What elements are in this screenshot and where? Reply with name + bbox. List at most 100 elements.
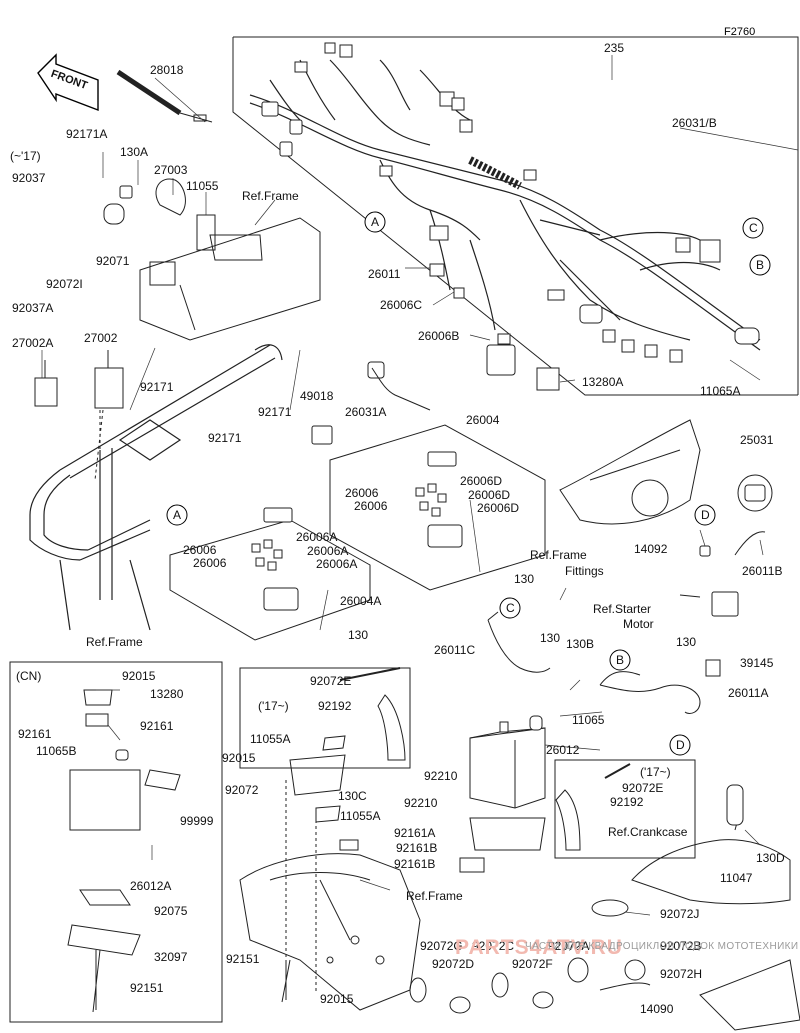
label-92161b-2: 92161B bbox=[394, 857, 436, 871]
label-92151-2: 92151 bbox=[226, 952, 260, 966]
label-26011: 26011 bbox=[368, 267, 401, 281]
cable-26011c-shape bbox=[487, 619, 551, 673]
label-49018: 49018 bbox=[300, 389, 334, 403]
label-26006d-1: 26006D bbox=[460, 474, 503, 488]
callout-d2-shape bbox=[669, 734, 691, 756]
label-26006-3: 26006 bbox=[183, 543, 217, 557]
main-harness-shape bbox=[249, 59, 761, 351]
label-92072h: 92072H bbox=[660, 967, 703, 981]
frame-lower-shape bbox=[239, 853, 421, 1011]
clamps-shape bbox=[409, 899, 651, 1014]
label-92161a: 92161A bbox=[394, 826, 436, 840]
label-11055a-1: 11055A bbox=[250, 732, 291, 746]
label-130-1: 130 bbox=[514, 572, 535, 586]
label-92075: 92075 bbox=[154, 904, 188, 918]
label-26006b: 26006B bbox=[418, 329, 460, 343]
label-ref-frame-1: Ref.Frame bbox=[242, 189, 299, 203]
label-26006-4: 26006 bbox=[193, 556, 227, 570]
label-27002: 27002 bbox=[84, 331, 118, 345]
label-26011a: 26011A bbox=[728, 686, 769, 700]
label-235: 235 bbox=[604, 41, 625, 55]
battery-cn-shape bbox=[69, 769, 141, 831]
strap-box-left-shape bbox=[239, 667, 411, 769]
label-92072b: 92072B bbox=[660, 939, 702, 953]
label-92161-1: 92161 bbox=[18, 727, 52, 741]
label-92072i: 92072I bbox=[46, 277, 83, 291]
label-11065a: 11065A bbox=[700, 384, 741, 398]
label-92015-1: 92015 bbox=[122, 669, 156, 683]
label-32097: 32097 bbox=[154, 950, 188, 964]
label-92037a: 92037A bbox=[12, 301, 54, 315]
callout-a1-shape bbox=[364, 211, 386, 233]
harness-box-outline-lower bbox=[232, 37, 798, 396]
frame-tube-shape bbox=[29, 344, 283, 631]
label-26006d-2: 26006D bbox=[468, 488, 511, 502]
fuse-wire-28018-shape bbox=[116, 69, 213, 123]
label-26004a: 26004A bbox=[340, 594, 382, 608]
figure-id: F2760 bbox=[724, 26, 756, 38]
cover-39145-shape bbox=[705, 659, 721, 677]
label-92192-2: 92192 bbox=[610, 795, 644, 809]
frame-fittings-shape bbox=[559, 419, 773, 525]
plate-92072-shape bbox=[289, 754, 346, 796]
label-92037: 92037 bbox=[12, 171, 46, 185]
fuse-box-26004a-shape bbox=[251, 507, 299, 611]
label-130-4: 130 bbox=[676, 635, 697, 649]
label-26006d-3: 26006D bbox=[477, 501, 520, 515]
label-ref-starter-1: Ref.Starter bbox=[593, 602, 652, 616]
label-ref-frame-2: Ref.Frame bbox=[86, 635, 143, 649]
label-28018: 28018 bbox=[150, 63, 184, 77]
callout-c2: C bbox=[506, 601, 515, 615]
label-92072e-1: 92072E bbox=[310, 674, 352, 688]
label-ref-starter-2: Motor bbox=[623, 617, 654, 631]
label-ref-frame-fittings-1: Ref.Frame bbox=[530, 548, 587, 562]
label-92071: 92071 bbox=[96, 254, 130, 268]
label-from17-1: ('17~) bbox=[258, 699, 289, 713]
crankcase-shape bbox=[631, 839, 791, 905]
label-26006a-2: 26006A bbox=[307, 544, 349, 558]
fuse-box-panel-26004a-shape bbox=[169, 519, 371, 641]
watermark: PARTS4ATV.RU bbox=[455, 936, 623, 959]
label-99999: 99999 bbox=[180, 814, 214, 828]
label-92192-1: 92192 bbox=[318, 699, 352, 713]
label-92171-3: 92171 bbox=[208, 431, 242, 445]
frame-left-shape bbox=[103, 178, 321, 341]
label-92210-2: 92210 bbox=[404, 796, 438, 810]
harness-box-outline bbox=[233, 36, 799, 395]
battery-26012-shape bbox=[469, 727, 546, 809]
cn-inset-shape bbox=[9, 661, 223, 1023]
cn-label: (CN) bbox=[16, 669, 42, 683]
label-92072c: 92072C bbox=[472, 939, 515, 953]
label-13280: 13280 bbox=[150, 687, 184, 701]
label-14090: 14090 bbox=[640, 1002, 674, 1016]
label-ref-frame-3: Ref.Frame bbox=[406, 889, 463, 903]
label-25031: 25031 bbox=[740, 433, 774, 447]
harness-connectors-shape bbox=[261, 42, 760, 391]
label-26006-1: 26006 bbox=[345, 486, 379, 500]
label-26031b: 26031/B bbox=[672, 116, 717, 130]
front-arrow-icon bbox=[37, 53, 99, 112]
label-26011c: 26011C bbox=[434, 643, 476, 657]
label-26006c: 26006C bbox=[380, 298, 423, 312]
label-ref-crankcase: Ref.Crankcase bbox=[608, 825, 688, 839]
sheet-92161b-shape bbox=[459, 857, 485, 873]
label-from17-2: ('17~) bbox=[640, 765, 671, 779]
label-26011b: 26011B bbox=[742, 564, 783, 578]
callout-d1-shape bbox=[694, 504, 716, 526]
label-14092: 14092 bbox=[634, 542, 668, 556]
bracket-11055a-shape bbox=[322, 735, 346, 751]
callout-b2: B bbox=[616, 653, 625, 667]
fuse-49018-shape bbox=[311, 425, 333, 445]
label-92171-1: 92171 bbox=[140, 380, 174, 394]
label-92171-2: 92171 bbox=[258, 405, 292, 419]
label-26031a: 26031A bbox=[345, 405, 387, 419]
callout-b1-shape bbox=[749, 254, 771, 276]
callout-d2: D bbox=[676, 738, 685, 752]
relay-27002a-shape bbox=[34, 377, 58, 407]
label-26004: 26004 bbox=[466, 413, 500, 427]
label-92161-2: 92161 bbox=[140, 719, 174, 733]
label-11055a-2: 11055A bbox=[340, 809, 381, 823]
cover-14090-shape bbox=[699, 959, 800, 1031]
